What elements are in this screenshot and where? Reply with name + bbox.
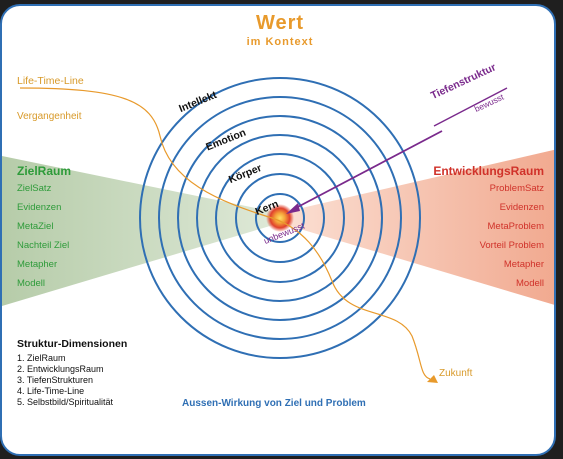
- depth-arrow-line: [291, 130, 443, 211]
- concentric-rings: [139, 77, 421, 359]
- entwicklung-item: Modell: [516, 278, 544, 289]
- future-label: Zukunft: [439, 368, 473, 379]
- life-time-line-path: [19, 87, 431, 380]
- ziel-item: Modell: [17, 278, 45, 289]
- bottom-caption: Aussen-Wirkung von Ziel und Problem: [182, 398, 366, 409]
- entwicklung-band: [280, 149, 554, 305]
- struktur-heading: Struktur-Dimensionen: [17, 338, 128, 350]
- ziel-item: Evidenzen: [17, 202, 62, 213]
- entwicklung-item: MetaProblem: [487, 221, 545, 232]
- diagram-graphics: [2, 77, 554, 383]
- page-title: Wert: [255, 12, 305, 34]
- entwicklung-item: Metapher: [503, 259, 544, 270]
- entwicklung-item: ProblemSatz: [489, 183, 544, 194]
- diagram-frame: Wert im Kontext Life-Time-Line Vergangen…: [0, 4, 556, 456]
- struktur-item: 1. ZielRaum: [17, 353, 66, 363]
- zukunft-arrowhead: [427, 375, 438, 383]
- ziel-item: MetaZiel: [17, 221, 54, 232]
- struktur-item: 3. TiefenStrukturen: [17, 375, 94, 385]
- life-time-line-label: Life-Time-Line: [17, 75, 84, 87]
- depth-line-upper: [433, 87, 508, 127]
- entwicklung-item: Vorteil Problem: [479, 240, 544, 251]
- ziel-heading: ZielRaum: [17, 164, 72, 178]
- struktur-item: 2. EntwicklungsRaum: [17, 364, 104, 374]
- ziel-item: Nachteil Ziel: [17, 240, 70, 251]
- ziel-item: Metapher: [17, 259, 58, 270]
- past-label: Vergangenheit: [17, 111, 82, 122]
- entwicklung-item: Evidenzen: [499, 202, 544, 213]
- depth-arrowhead: [286, 203, 300, 214]
- struktur-item: 5. Selbstbild/Spiritualität: [17, 397, 114, 407]
- entwicklung-heading: EntwicklungsRaum: [433, 164, 544, 178]
- page-subtitle: im Kontext: [246, 36, 314, 48]
- struktur-item: 4. Life-Time-Line: [17, 386, 85, 396]
- ziel-item: ZielSatz: [17, 183, 52, 194]
